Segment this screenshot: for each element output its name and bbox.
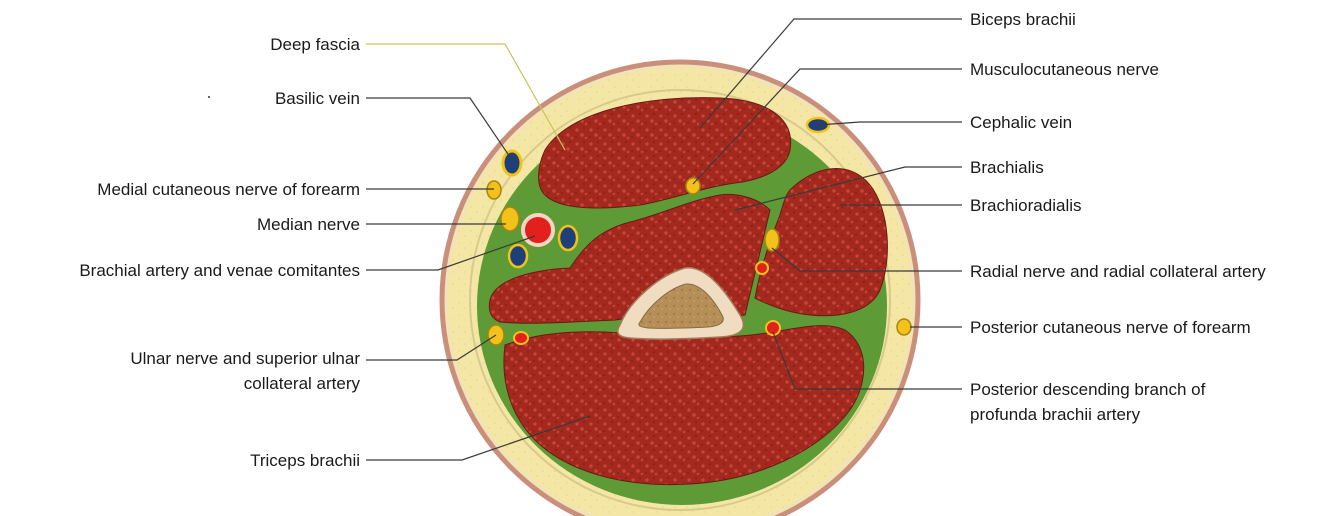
musculocutaneous-nerve-structure [686, 178, 700, 194]
label-ulnar-nerve-line2: collateral artery [244, 374, 361, 393]
label-posterior-descending-line2: profunda brachii artery [970, 405, 1141, 424]
medial-cutaneous-nerve-structure [487, 181, 501, 199]
label-biceps-brachii: Biceps brachii [970, 10, 1076, 29]
label-cephalic-vein: Cephalic vein [970, 113, 1072, 132]
label-triceps-brachii: Triceps brachii [250, 451, 360, 470]
brachial-artery-structure [523, 215, 553, 245]
median-nerve-structure [501, 207, 519, 231]
label-deep-fascia: Deep fascia [270, 35, 360, 54]
label-median-nerve: Median nerve [257, 215, 360, 234]
leader-basilic-vein [366, 98, 512, 160]
radial-nerve-structure [765, 229, 779, 251]
vena-comitans-2-structure [509, 245, 527, 267]
label-musculocutaneous-nerve: Musculocutaneous nerve [970, 60, 1159, 79]
posterior-cutaneous-nerve-structure [897, 319, 911, 335]
label-brachioradialis: Brachioradialis [970, 196, 1082, 215]
basilic-vein-structure [503, 151, 521, 175]
label-basilic-vein: Basilic vein [275, 89, 360, 108]
label-radial-nerve: Radial nerve and radial collateral arter… [970, 262, 1266, 281]
label-brachialis: Brachialis [970, 158, 1044, 177]
label-brachial-artery: Brachial artery and venae comitantes [79, 261, 360, 280]
label-medial-cutaneous-nerve: Medial cutaneous nerve of forearm [97, 180, 360, 199]
vena-comitans-1-structure [559, 226, 577, 250]
stray-dot [208, 96, 210, 98]
label-posterior-descending-line1: Posterior descending branch of [970, 380, 1206, 399]
label-ulnar-nerve-line1: Ulnar nerve and superior ulnar [130, 349, 360, 368]
superior-ulnar-collateral-artery-structure [514, 332, 528, 344]
radial-collateral-artery-structure [756, 262, 768, 274]
label-posterior-cutaneous-nerve: Posterior cutaneous nerve of forearm [970, 318, 1251, 337]
